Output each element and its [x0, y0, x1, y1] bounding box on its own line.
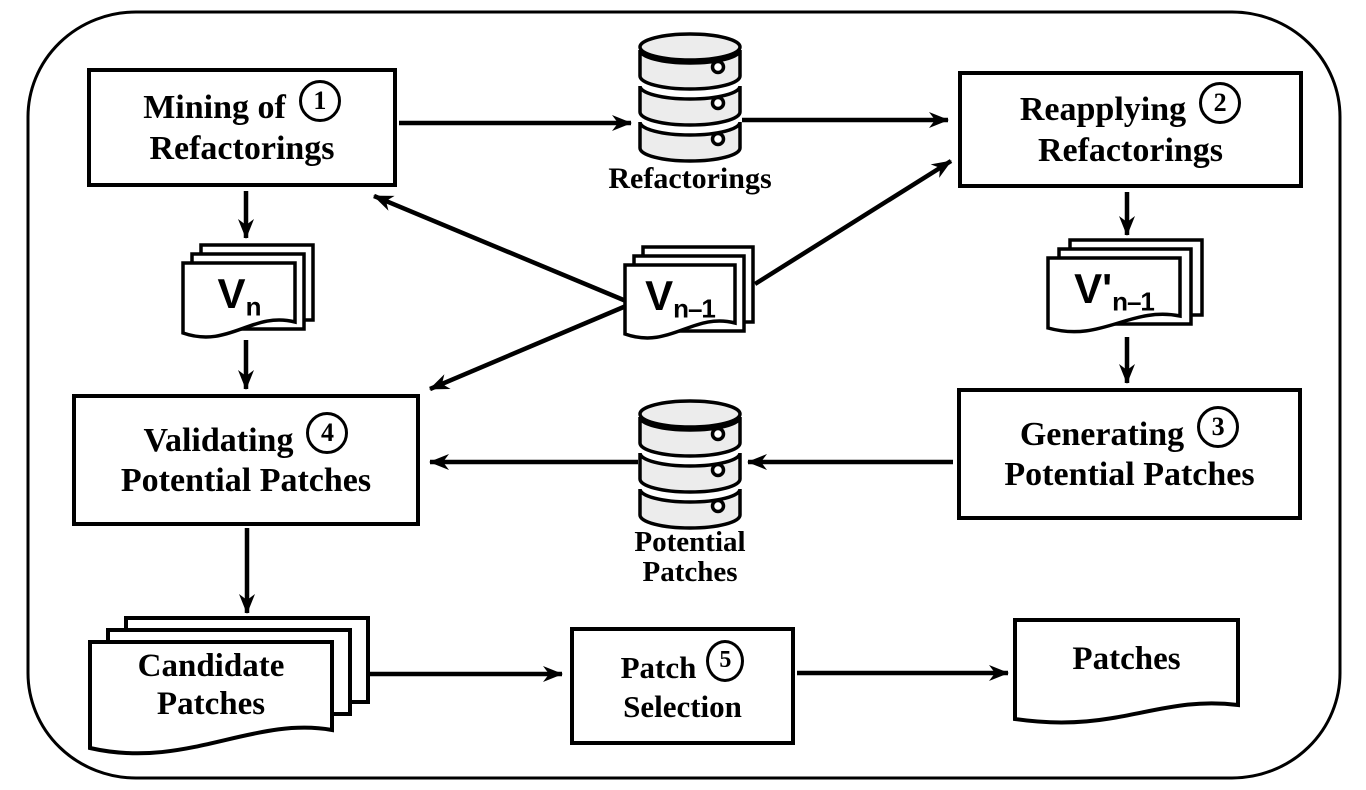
step-label: Refactorings	[149, 129, 335, 167]
arrow-vn1-to-validating	[429, 303, 627, 392]
vn1-doc-stack	[623, 245, 755, 340]
patches-doc	[1013, 618, 1240, 725]
step-number-4: 4	[306, 412, 349, 455]
potential-patches-db-icon	[638, 399, 742, 530]
step-box-generating: Generating 3 Potential Patches	[957, 388, 1302, 520]
step-number-3: 3	[1197, 406, 1240, 449]
step-number-2: 2	[1199, 81, 1242, 124]
db-label-line: Potential	[634, 526, 746, 559]
arrow-vn1-to-mining	[373, 193, 627, 304]
v-sub: n–1	[673, 293, 716, 324]
db-dot	[710, 131, 726, 147]
db-dot	[710, 426, 726, 442]
v-base: V	[217, 269, 246, 317]
vpn1-label: V'n–1	[1048, 257, 1180, 325]
step-box-mining: Mining of 1 Refactorings	[87, 68, 397, 187]
step-box-validating: Validating 4 Potential Patches	[72, 394, 420, 526]
step-label: Refactorings	[1037, 131, 1224, 169]
step-label: Generating	[1019, 415, 1185, 453]
v-sub: n	[245, 291, 262, 322]
candidate-patches-label: Candidate Patches	[90, 640, 332, 732]
v-base: V	[645, 271, 674, 319]
candidate-patches-doc-stack	[88, 616, 370, 756]
artifact-label-line: Candidate	[137, 648, 285, 685]
arrow-vn1-to-reapplying	[753, 159, 953, 286]
refactorings-db-icon	[638, 32, 742, 163]
v-base: V'	[1074, 264, 1113, 312]
patches-label: Patches	[1072, 641, 1181, 678]
step-label: Reapplying	[1019, 91, 1187, 129]
db-dot	[710, 59, 726, 75]
step-number-5: 5	[706, 640, 745, 683]
vn1-label: Vn–1	[625, 264, 735, 332]
db-dot	[710, 462, 726, 478]
step-label: Patch	[620, 650, 697, 686]
artifact-label-line: Patches	[156, 686, 266, 722]
step-box-reapplying: Reapplying 2 Refactorings	[958, 71, 1303, 188]
figure-outer-border	[26, 10, 1342, 780]
step-label: Validating	[143, 421, 294, 459]
step-label: Mining of	[143, 89, 286, 127]
step-number-1: 1	[298, 79, 341, 122]
db-dot	[710, 95, 726, 111]
vn-label: Vn	[183, 262, 295, 330]
step-box-patch-selection: Patch 5 Selection	[570, 627, 795, 745]
vn-doc-stack	[181, 243, 315, 339]
step-label: Potential Patches	[120, 462, 372, 500]
step-label: Potential Patches	[1004, 456, 1255, 494]
step-label: Selection	[623, 689, 742, 725]
db-dot	[710, 498, 726, 514]
v-sub: n–1	[1112, 286, 1155, 317]
potential-patches-db-label: Potential Patches	[600, 527, 780, 589]
refactorings-db-label: Refactorings	[608, 162, 772, 195]
db-label-line: Patches	[642, 556, 738, 588]
vpn1-doc-stack	[1046, 238, 1204, 334]
